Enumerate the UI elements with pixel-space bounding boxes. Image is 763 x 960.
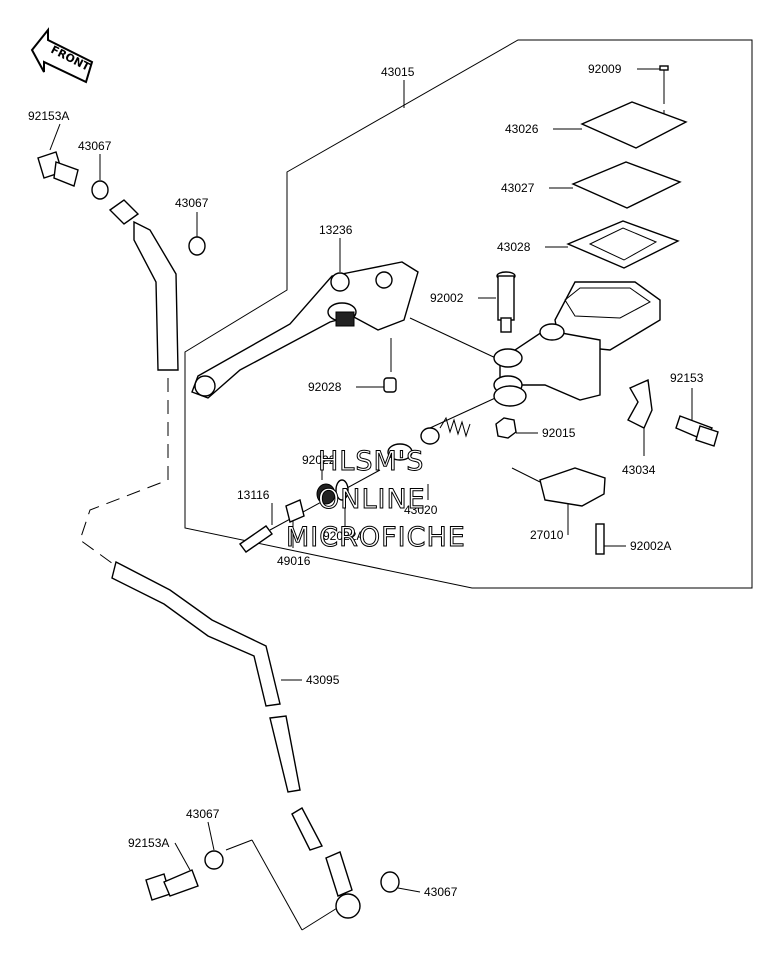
o-ring (335, 479, 349, 501)
upper-banjo-bolt (37, 151, 79, 187)
label-92028: 92028 (308, 380, 342, 394)
label-92153A-bottom: 92153A (128, 836, 169, 850)
clutch-switch (511, 467, 606, 555)
label-92015: 92015 (542, 426, 576, 440)
nut (495, 417, 517, 439)
diaphragm-inner (588, 227, 658, 261)
boot-seal (316, 483, 336, 505)
label-43067-bottom-2: 43067 (424, 885, 458, 899)
label-92022: 92022 (302, 453, 336, 467)
watermark-line-1: HLSM'S (318, 446, 424, 477)
assembly-outline (184, 39, 753, 589)
diaphragm (566, 220, 680, 269)
lever-pin (383, 377, 397, 393)
label-43067-top-2: 43067 (175, 196, 209, 210)
label-92009: 92009 (588, 62, 622, 76)
label-13116: 13116 (237, 488, 270, 502)
label-13236: 13236 (319, 223, 353, 237)
front-arrow: FRONT (30, 27, 94, 84)
reservoir-cap (580, 101, 688, 149)
piston-seal (420, 427, 440, 445)
label-27010: 27010 (530, 528, 564, 542)
cap-plate (571, 161, 682, 209)
label-43026: 43026 (505, 122, 539, 136)
label-49016: 49016 (277, 554, 311, 568)
upper-washer-1 (91, 180, 109, 200)
label-43020: 43020 (404, 503, 438, 517)
label-92002A: 92002A (630, 539, 671, 553)
label-92153A-top: 92153A (28, 109, 69, 123)
lower-washer-1 (204, 850, 224, 870)
upper-hose (133, 220, 179, 371)
lower-washer-2 (380, 871, 400, 893)
reservoir-cap-screw (659, 65, 669, 116)
label-43027: 43027 (501, 181, 535, 195)
watermark-line-2: ONLINE (318, 484, 426, 515)
push-rod (239, 499, 305, 553)
label-92022A: 92022A (323, 529, 364, 543)
lower-banjo-bolt (145, 869, 199, 901)
label-43095: 43095 (306, 673, 340, 687)
clamp-bolt (675, 415, 719, 447)
upper-hose-fitting (108, 199, 140, 225)
label-43028: 43028 (497, 240, 531, 254)
leader-lines (49, 68, 693, 931)
pivot-bolt (496, 271, 516, 333)
label-92153: 92153 (670, 371, 704, 385)
watermark: HLSM'S ONLINE MICROFICHE (286, 446, 466, 554)
label-92002: 92002 (430, 291, 464, 305)
spring (439, 416, 471, 438)
piston (387, 443, 413, 461)
label-43015: 43015 (381, 65, 415, 79)
upper-washer-2 (188, 236, 206, 256)
master-cylinder (493, 281, 661, 407)
clamp-holder (627, 378, 653, 429)
watermark-line-3: MICROFICHE (286, 522, 466, 553)
label-43034: 43034 (622, 463, 656, 477)
clutch-lever (191, 261, 419, 399)
label-43067-bottom-1: 43067 (186, 807, 220, 821)
lower-hose (111, 560, 361, 919)
hose-break (79, 378, 169, 567)
label-43067-top-1: 43067 (78, 139, 112, 153)
